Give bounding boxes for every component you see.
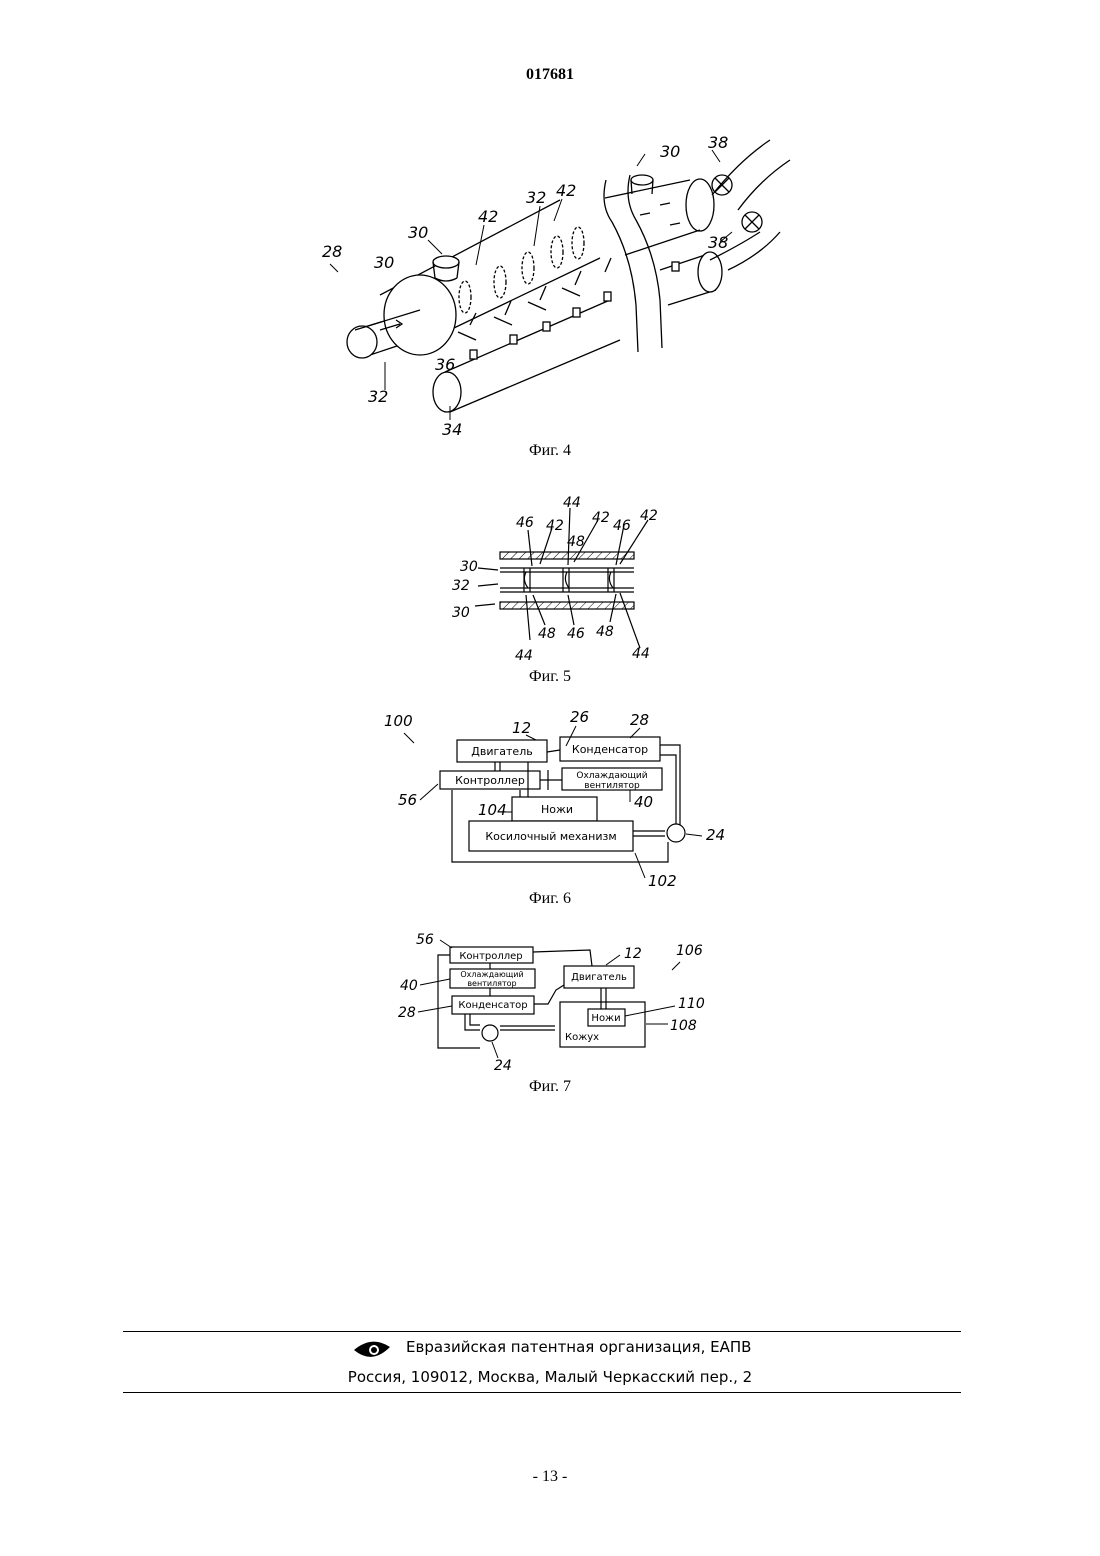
footer-rule-top	[123, 1331, 961, 1332]
footer-address: Россия, 109012, Москва, Малый Черкасский…	[0, 1368, 1100, 1386]
fig7-ref-108: 108	[670, 1018, 697, 1034]
fig7-knives-label: Ножи	[591, 1013, 620, 1024]
page-number: - 13 -	[0, 1468, 1100, 1486]
footer-rule-bottom	[123, 1392, 961, 1393]
fig7-ref-40: 40	[400, 978, 418, 994]
eapo-logo-icon	[352, 1339, 392, 1361]
fig7-fan-label-2: вентилятор	[467, 979, 516, 988]
fig7-ref-24: 24	[494, 1058, 512, 1074]
fig7-ref-28: 28	[398, 1005, 416, 1021]
figure-7-caption: Фиг. 7	[0, 1078, 1100, 1096]
figure-7-drawing: Контроллер Охлаждающий вентилятор Двигат…	[0, 0, 1100, 1090]
fig7-housing-label: Кожух	[565, 1032, 599, 1043]
fig7-engine-label: Двигатель	[571, 972, 627, 983]
fig7-condenser-label: Конденсатор	[458, 1000, 527, 1011]
footer-organization: Евразийская патентная организация, ЕАПВ	[406, 1338, 751, 1356]
fig7-ref-56: 56	[416, 932, 434, 948]
fig7-ref-110: 110	[678, 996, 705, 1012]
fig7-controller-label: Контроллер	[459, 951, 522, 962]
fig7-ref-106: 106	[676, 943, 703, 959]
fig7-fan-label-1: Охлаждающий	[460, 970, 523, 979]
fig7-ref-12: 12	[624, 946, 642, 962]
